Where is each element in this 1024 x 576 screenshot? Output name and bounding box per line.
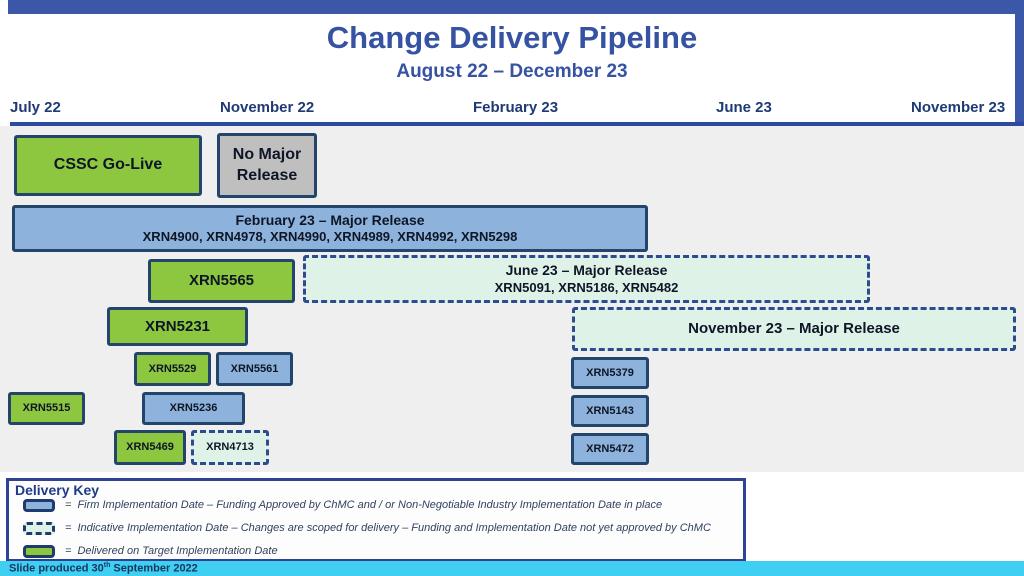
pipeline-box-xrn5529: XRN5529 — [134, 352, 211, 386]
pipeline-box-xrn5236: XRN5236 — [142, 392, 245, 425]
timeline-label: February 23 — [473, 99, 559, 116]
pipeline-box-label: XRN5236 — [169, 402, 218, 415]
pipeline-box-label: XRN5561 — [230, 362, 279, 375]
legend-item: = Delivered on Target Implementation Date — [23, 544, 739, 558]
pipeline-box-label: February 23 – Major Release — [235, 211, 425, 228]
timeline-label: July 22 — [10, 99, 61, 116]
pipeline-box-xrn5469: XRN5469 — [114, 430, 186, 465]
footer-ordinal: th — [103, 562, 111, 570]
legend-equals: = — [65, 522, 72, 534]
pipeline-box-label: XRN5231 — [144, 317, 211, 335]
green-swatch-icon — [23, 544, 55, 558]
footer-suffix: September 2022 — [110, 562, 198, 575]
delivery-key-panel: Delivery Key = Firm Implementation Date –… — [6, 478, 746, 562]
timeline-axis-line — [10, 122, 1024, 126]
pipeline-box-label: XRN5379 — [586, 366, 634, 379]
pipeline-box-cssc-go-live: CSSC Go-Live — [14, 135, 202, 196]
timeline-label: November 22 — [220, 99, 315, 116]
legend-item-text: Firm Implementation Date – Funding Appro… — [77, 499, 663, 511]
pipeline-box-label: XRN5143 — [586, 404, 634, 417]
timeline-label: November 23 — [911, 99, 1006, 116]
legend-item: = Indicative Implementation Date – Change… — [23, 521, 739, 535]
pipeline-box-label: June 23 – Major Release — [505, 262, 668, 279]
pipeline-box-nov-23-major-release: November 23 – Major Release — [572, 307, 1016, 351]
pipeline-box-label: XRN5529 — [148, 362, 197, 375]
pipeline-box-label: XRN5472 — [586, 442, 634, 455]
legend-item-text: Indicative Implementation Date – Changes… — [77, 522, 711, 534]
pipeline-box-xrn5515: XRN5515 — [8, 392, 85, 425]
pipeline-box-sublabel: XRN5091, XRN5186, XRN5482 — [494, 279, 679, 295]
timeline-labels: July 22 November 22 February 23 June 23 Nove… — [0, 99, 1024, 119]
blue-swatch-icon — [23, 498, 55, 512]
slide-title: Change Delivery Pipeline — [326, 20, 698, 55]
pipeline-box-xrn5561: XRN5561 — [216, 352, 293, 386]
pipeline-box-xrn5565: XRN5565 — [148, 259, 295, 303]
pipeline-box-xrn4713: XRN4713 — [191, 430, 269, 465]
delivery-key-title: Delivery Key — [15, 482, 100, 498]
right-border-bar — [1015, 0, 1024, 126]
legend-equals: = — [65, 499, 72, 511]
legend-item-text: Delivered on Target Implementation Date — [77, 545, 278, 557]
dashed-swatch-icon — [23, 521, 55, 535]
pipeline-box-label: XRN4713 — [206, 441, 254, 454]
pipeline-box-xrn5472: XRN5472 — [571, 433, 649, 465]
pipeline-box-label: No Major Release — [232, 145, 302, 184]
pipeline-box-label: XRN5565 — [188, 272, 255, 290]
legend-item: = Firm Implementation Date – Funding Appr… — [23, 498, 739, 512]
legend-equals: = — [65, 545, 72, 557]
pipeline-box-sublabel: XRN4900, XRN4978, XRN4990, XRN4989, XRN4… — [142, 229, 518, 245]
pipeline-box-xrn5231: XRN5231 — [107, 307, 248, 346]
pipeline-box-xrn5143: XRN5143 — [571, 395, 649, 427]
timeline-label: June 23 — [716, 99, 772, 116]
footer-produced-date: Slide produced 30th September 2022 — [0, 562, 198, 575]
pipeline-box-no-major-release: No Major Release — [217, 133, 317, 198]
pipeline-box-label: November 23 – Major Release — [688, 320, 900, 338]
pipeline-box-label: XRN5469 — [126, 441, 174, 454]
footer-bar: Slide produced 30th September 2022 — [0, 561, 1024, 576]
legend-items: = Firm Implementation Date – Funding Appr… — [23, 498, 739, 558]
pipeline-box-label: XRN5515 — [22, 402, 71, 415]
pipeline-box-xrn5379: XRN5379 — [571, 357, 649, 389]
top-border-bar — [8, 0, 1024, 14]
pipeline-box-label: CSSC Go-Live — [53, 156, 163, 174]
slide-subtitle: August 22 – December 23 — [396, 61, 628, 82]
footer-prefix: Slide produced 30 — [9, 562, 104, 575]
